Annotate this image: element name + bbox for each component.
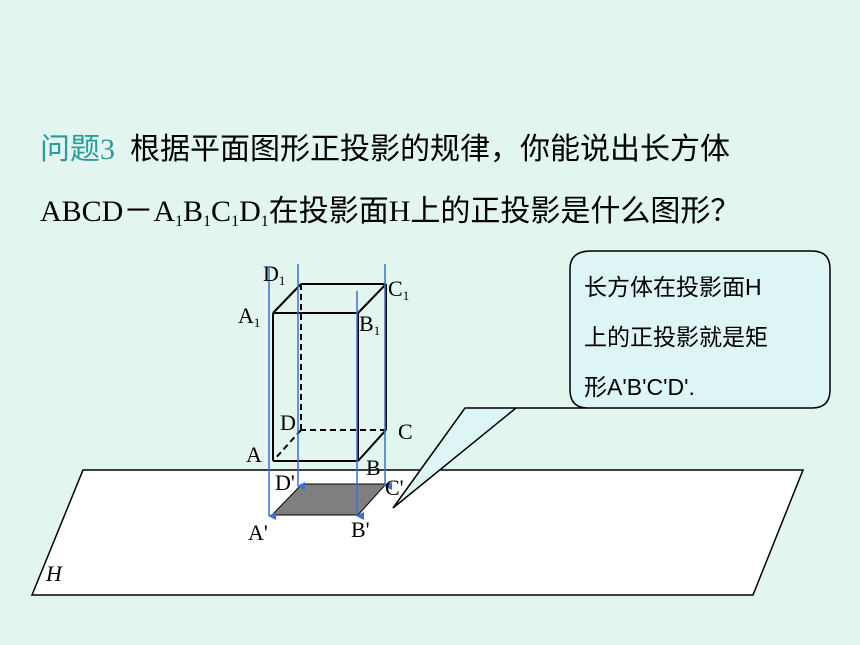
question-subscript: 1 [175,213,184,230]
label-b1: B1 [359,311,380,338]
label-d-prime: D' [275,470,295,495]
edge-bc [357,429,387,462]
label-plane-h: H [45,561,63,586]
edge-da-hidden [272,429,302,462]
edge-b1c1 [357,283,387,314]
question-subscript: 1 [260,213,269,230]
callout-line-2: 上的正投影就是矩 [584,324,768,350]
question-subscript: 1 [203,213,212,230]
label-a-prime: A' [248,520,268,545]
question-line-2: ABCD－A1B1C1D1在投影面H上的正投影是什么图形？ [40,195,741,230]
edge-d1a1 [272,283,302,314]
label-b: B [366,455,381,480]
label-a: A [246,442,262,467]
label-c: C [398,419,413,444]
question-subscript: 1 [231,213,240,230]
callout-line-3: 形A'B'C'D'. [584,374,695,400]
callout-bubble [392,250,831,509]
question-label: 问题3 [40,133,115,166]
question-prism-base: ABCD－ [40,195,154,228]
label-c-prime: C' [385,475,404,500]
callout-line-1: 长方体在投影面H [584,274,762,300]
label-b-prime: B' [351,517,370,542]
question-text-1: 根据平面图形正投影的规律，你能说出长方体 [130,133,730,166]
question-line-1: 问题3 根据平面图形正投影的规律，你能说出长方体 [40,124,730,168]
label-d1: D1 [263,261,285,288]
label-a1: A1 [238,303,260,330]
question-text-2: 在投影面H上的正投影是什么图形？ [268,195,741,228]
label-d: D [280,410,296,435]
label-c1: C1 [388,276,409,303]
projection-plane [30,469,805,596]
